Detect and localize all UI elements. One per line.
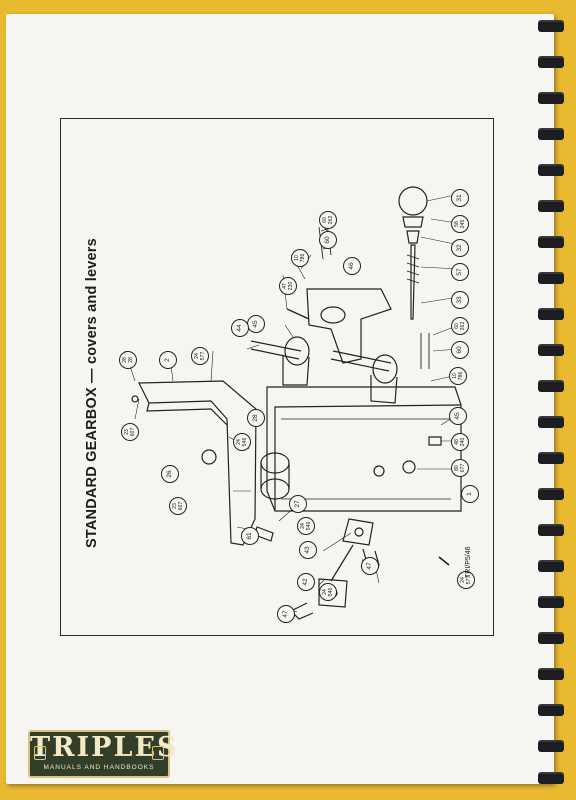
binding-coil — [538, 308, 564, 320]
logo-ornament-left — [34, 746, 46, 760]
binding-coil — [538, 272, 564, 284]
binding-coil — [538, 560, 564, 572]
callout: 33 — [451, 291, 469, 309]
selector-bracket — [306, 288, 392, 364]
callout: 45 — [247, 315, 265, 333]
binding-coil — [538, 200, 564, 212]
binding-coil — [538, 488, 564, 500]
callout: 61 — [241, 527, 259, 545]
callout: 43 — [299, 541, 317, 559]
binding-coil — [538, 416, 564, 428]
linkage-arm-lower — [318, 578, 348, 608]
callout: 60 — [451, 341, 469, 359]
binding-coil — [538, 92, 564, 104]
linkage-arm-upper — [342, 518, 374, 546]
binding-coil — [538, 56, 564, 68]
gearbox-top-cover — [266, 386, 462, 512]
logo-name: TRIPLES — [30, 732, 179, 763]
callout: 31 — [451, 189, 469, 207]
binding-coil — [538, 524, 564, 536]
binding-coil — [538, 704, 564, 716]
page-title: STANDARD GEARBOX — covers and levers — [84, 238, 100, 548]
logo-tagline: MANUALS AND HANDBOOKS — [43, 764, 155, 771]
triples-logo: TRIPLES MANUALS AND HANDBOOKS — [28, 730, 179, 778]
callout: 1 — [461, 485, 479, 503]
callout: 44 — [231, 319, 249, 337]
selector-shaft-upper — [250, 340, 302, 352]
callout: 47 — [361, 557, 379, 575]
callout: 60 — [319, 231, 337, 249]
detent-ball — [201, 449, 217, 465]
drawing-reference: TRI/P5/46 — [465, 546, 472, 578]
lever-knob — [398, 186, 428, 216]
binding-coil — [538, 344, 564, 356]
binding-coil — [538, 380, 564, 392]
spiral-binding — [538, 20, 568, 784]
binding-coil — [538, 632, 564, 644]
binding-coil — [538, 20, 564, 32]
exploded-parts-diagram — [124, 186, 462, 620]
callout: 27 — [289, 495, 307, 513]
binding-coil — [538, 236, 564, 248]
callout: 57 — [451, 263, 469, 281]
binding-coil — [538, 452, 564, 464]
callout: 47 — [277, 605, 295, 623]
binding-coil — [538, 128, 564, 140]
callout: 32 — [451, 239, 469, 257]
binding-coil — [538, 668, 564, 680]
callout: 45 — [449, 407, 467, 425]
callout: 46 — [343, 257, 361, 275]
callout: 28 — [247, 409, 265, 427]
logo-ornament-right — [152, 746, 164, 760]
selector-shaft-lower — [332, 350, 392, 364]
binding-coil — [538, 596, 564, 608]
callout: 2 — [159, 351, 177, 369]
binding-coil — [538, 164, 564, 176]
gearbox-cover-plate — [138, 380, 257, 546]
binding-coil — [538, 772, 564, 784]
binding-coil — [538, 740, 564, 752]
callout: 26 — [161, 465, 179, 483]
callout: 42 — [297, 573, 315, 591]
